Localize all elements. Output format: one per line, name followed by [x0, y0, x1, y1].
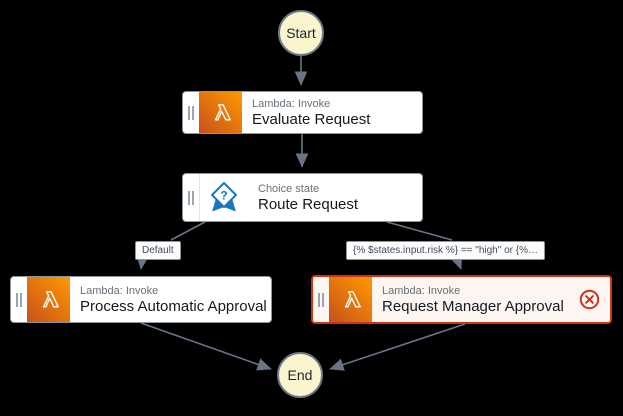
state-type-label: Choice state	[258, 182, 320, 195]
state-text: Choice state Route Request	[248, 174, 422, 221]
state-node-request-manager-approval[interactable]: Lambda: Invoke Request Manager Approval	[311, 275, 612, 324]
start-label: Start	[286, 25, 316, 41]
state-type-label: Lambda: Invoke	[252, 97, 331, 110]
drag-handle-icon[interactable]	[11, 277, 27, 322]
end-label: End	[287, 367, 313, 383]
lambda-icon	[329, 277, 372, 322]
state-node-process-automatic-approval[interactable]: Lambda: Invoke Process Automatic Approva…	[10, 276, 272, 323]
lambda-icon	[199, 92, 242, 133]
state-text: Lambda: Invoke Process Automatic Approva…	[70, 277, 271, 322]
drag-handle-icon[interactable]	[313, 277, 329, 322]
state-text: Lambda: Invoke Request Manager Approval	[372, 277, 579, 322]
state-name: Route Request	[258, 195, 359, 213]
drag-handle-bars	[318, 292, 324, 307]
start-node: Start	[278, 10, 324, 56]
state-node-route-request[interactable]: ? Choice state Route Request	[182, 173, 423, 222]
drag-handle-icon[interactable]	[183, 174, 199, 221]
state-name: Evaluate Request	[252, 110, 371, 128]
state-type-label: Lambda: Invoke	[80, 284, 159, 297]
state-text: Lambda: Invoke Evaluate Request	[242, 92, 422, 133]
drag-handle-icon[interactable]	[183, 92, 199, 133]
drag-handle-bars	[188, 190, 194, 205]
svg-text:?: ?	[220, 188, 227, 202]
state-node-evaluate-request[interactable]: Lambda: Invoke Evaluate Request	[182, 91, 423, 134]
choice-state-icon: ?	[199, 174, 248, 221]
state-name: Request Manager Approval	[382, 297, 564, 315]
end-node: End	[277, 352, 323, 398]
lambda-icon	[27, 277, 70, 322]
state-name: Process Automatic Approval	[80, 297, 267, 315]
error-circle-x-icon	[579, 277, 610, 322]
state-type-label: Lambda: Invoke	[382, 284, 461, 297]
drag-handle-bars	[16, 292, 22, 307]
drag-handle-bars	[188, 105, 194, 120]
edge-label-condition: {% $states.input.risk %} == "high" or {%…	[346, 241, 545, 260]
edge-label-default: Default	[135, 241, 181, 260]
